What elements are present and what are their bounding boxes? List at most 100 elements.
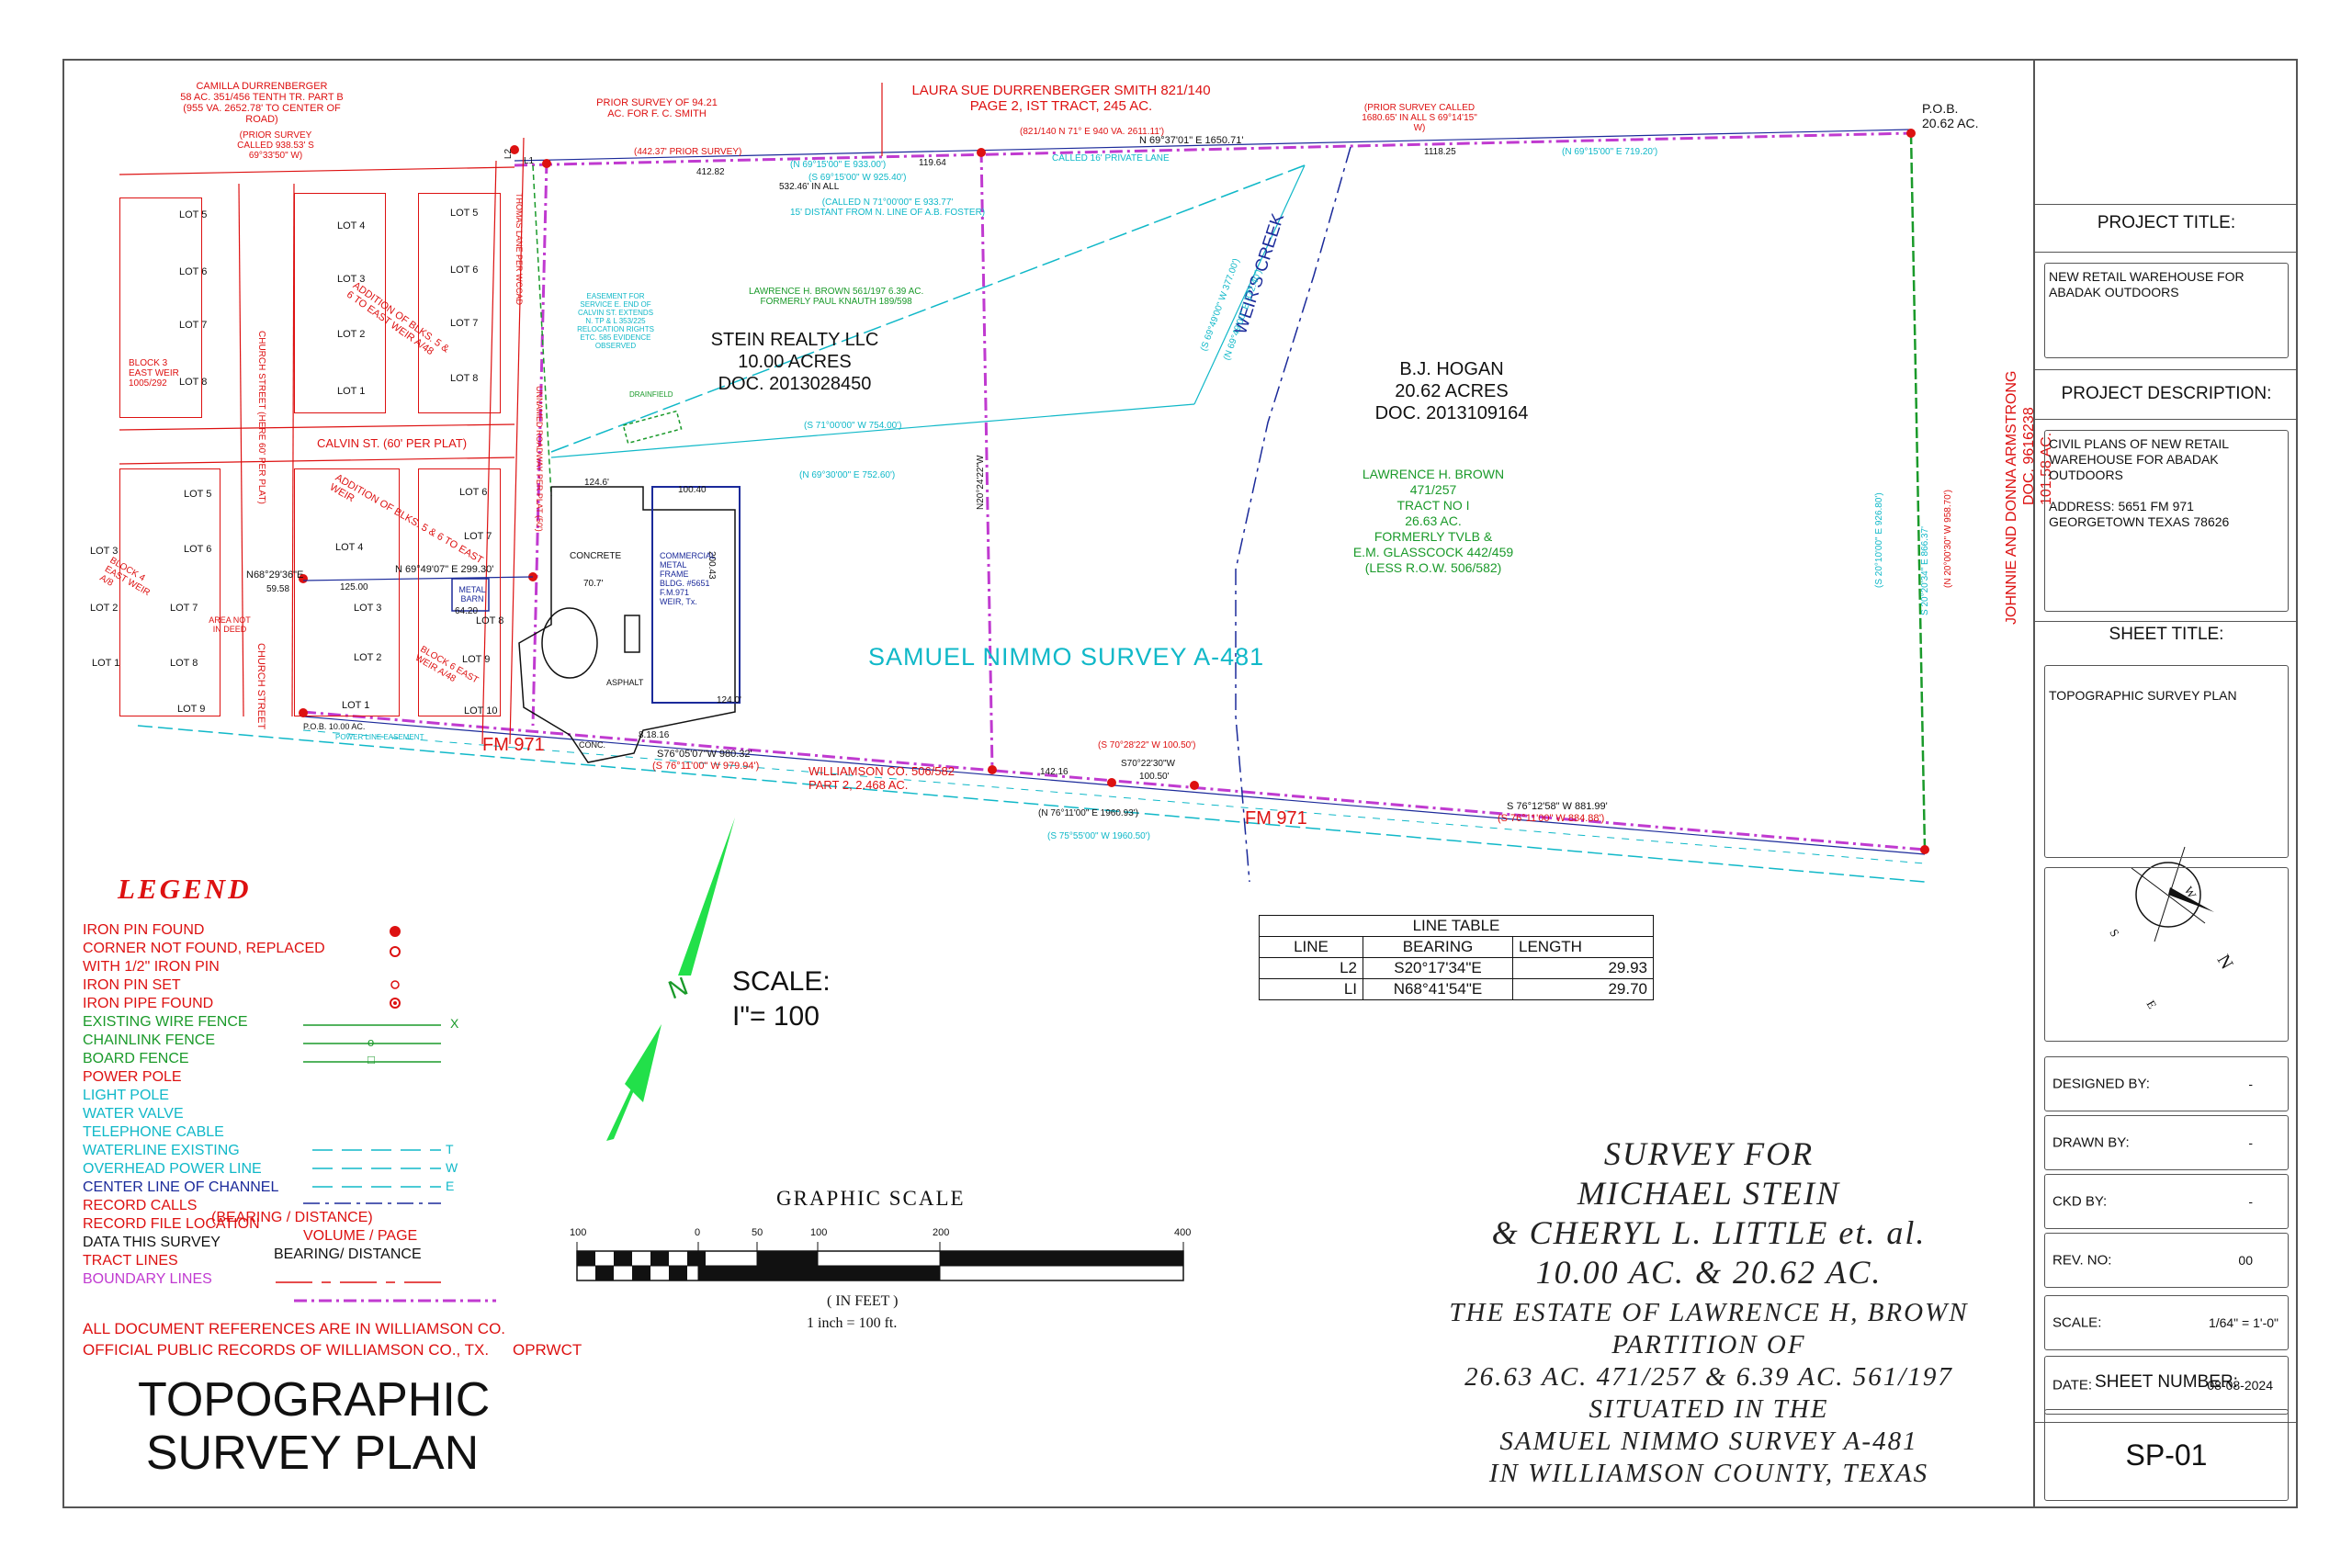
mid-call-1: (S 71°00'00" W 754.00') [804,421,902,431]
pavement-island [624,615,640,653]
division-line [979,149,994,771]
bot-bearing-8: S70°22'30"W [1121,759,1175,769]
lot-block-lower-mid [294,468,400,716]
lot-label: LOT 4 [335,542,364,553]
nimmo-survey-label: SAMUEL NIMMO SURVEY A-481 [868,643,1265,671]
tract-line-cyan-3 [1193,164,1306,405]
lot-label: LOT 4 [337,220,366,231]
table-row: L2 S20°17'34"E 29.93 [1259,957,1654,979]
thomas-lane: THOMAS LANE PER WCCAD [514,193,524,306]
lot-label: LOT 10 [464,705,498,716]
bot-bearing-7: (S 70°28'22" W 100.50') [1098,740,1196,750]
legend-item: RECORD CALLS [83,1198,198,1213]
compass-line-1 [2131,867,2206,924]
scale-row: SCALE:1/64" = 1'-0" [2044,1295,2289,1350]
lot-label: LOT 1 [92,658,120,669]
bot-bearing-6: (S 75°55'00" W 1960.50') [1047,831,1150,841]
lot-label: LOT 3 [90,546,119,557]
legend-item: WATERLINE EXISTING [83,1143,240,1158]
left-vertical-bearing: N20°24'22"W [976,455,986,511]
line-table-cell: LI [1259,978,1363,1000]
legend-item: POWER POLE [83,1069,182,1085]
compass-s: S [2107,926,2122,940]
fm971-row-line [137,725,1926,883]
calvin-line-2 [119,457,515,465]
bearing-n68: N68°29'36"E [246,570,304,581]
top-boundary-line [514,131,1912,167]
fm971-right: FM 971 [1245,808,1307,829]
project-title-label: PROJECT TITLE: [2097,213,2236,232]
legend-note-1: ALL DOCUMENT REFERENCES ARE IN WILLIAMSO… [83,1320,506,1337]
conc-label: CONC. [579,740,605,750]
compass-w: W [2181,884,2199,901]
survey-for-detail: THE ESTATE OF LAWRENCE H, BROWN PARTITIO… [1449,1298,1969,1488]
right-vertical-call: (S 20°10'00" E 926.80') [1874,492,1884,588]
legend-item: TRACT LINES [83,1253,178,1269]
church-line-2 [291,183,295,717]
pin-7 [1107,778,1116,787]
gs-tick-50: 50 [752,1227,763,1238]
fm971-left: FM 971 [482,735,545,755]
lot-block-right [418,193,501,413]
gs-tick-200: 200 [933,1227,950,1238]
dist-64: 64.20 [455,606,479,616]
top-call-1: (442.37' PRIOR SURVEY) [634,147,742,157]
legend-sym-o: o [368,1035,375,1049]
asphalt-label: ASPHALT [606,678,644,687]
dist-412: 412.82 [696,167,725,177]
gs-tick-100: 100 [810,1227,828,1238]
legend-item: CENTER LINE OF CHANNEL [83,1179,279,1195]
dist-124: 124.6' [584,478,609,488]
easement-note: EASEMENT FOR SERVICE E. END OF CALVIN ST… [577,292,654,350]
right-vertical-call-2: (N 20°00'30" W 958.70') [1943,490,1953,588]
north-compass-box: W S N E [2044,867,2289,1042]
tract-line-cyan [550,164,1306,453]
legend-symbols [276,926,496,1303]
bot-bearing-4: (S 76°11'00" W 884.88') [1498,813,1605,824]
legend-record-file-detail: VOLUME / PAGE [303,1228,418,1244]
legend-item: EXISTING WIRE FENCE [83,1014,248,1030]
line-table-cell: 29.70 [1512,978,1654,1000]
top-call-3: (S 69°15'00" W 925.40') [808,173,907,183]
weirs-creek-channel [1235,146,1351,883]
legend-item: BOUNDARY LINES [83,1271,212,1287]
dist-100: 100.40 [678,485,707,495]
line-table-header: LINE [1259,936,1363,958]
sheet-number-value: SP-01 [2044,1409,2289,1501]
line-table-header: LENGTH [1512,936,1654,958]
legend-item: OVERHEAD POWER LINE [83,1161,262,1177]
bot-bearing-10: 142.16 [1040,767,1069,777]
lot-label: LOT 6 [459,487,488,498]
lot-label: LOT 7 [450,318,479,329]
calvin-street: CALVIN ST. (60' PER PLAT) [317,436,468,450]
bot-bearing-3: S 76°12'58" W 881.99' [1507,801,1608,812]
compass-pointer [2168,887,2214,912]
lot-label: LOT 7 [170,603,198,614]
compass-n: N [2212,951,2237,974]
survey-for-heading: SURVEY FOR MICHAEL STEIN & CHERYL L. LIT… [1491,1135,1927,1291]
lot-label: LOT 2 [354,652,382,663]
legend-item: CORNER NOT FOUND, REPLACED [83,941,325,956]
pin-5 [1920,845,1929,854]
legend-record-calls-detail: (BEARING / DISTANCE) [211,1210,373,1225]
lot-label: LOT 6 [179,266,208,277]
line-table: LINE TABLE LINE BEARING LENGTH L2 S20°17… [1259,915,1654,1000]
graphic-scale-title: GRAPHIC SCALE [776,1187,966,1210]
gs-tick-100-left: 100 [570,1227,587,1238]
right-boundary-line [1909,132,1927,851]
legend-title: LEGEND [118,873,252,905]
dist-70: 70.7' [583,579,604,589]
lot-label: LOT 9 [177,704,206,715]
overhead-line [302,729,1926,864]
legend-note-2: OFFICIAL PUBLIC RECORDS OF WILLIAMSON CO… [83,1341,490,1359]
pavement-outline [518,486,736,763]
sheet-number-label-text: SHEET NUMBER: [2095,1372,2238,1392]
dist-532: 532.46' IN ALL [779,182,840,192]
top-call-2: (N 69°15'00" E 933.00') [790,160,887,170]
lot-label: LOT 6 [450,265,479,276]
